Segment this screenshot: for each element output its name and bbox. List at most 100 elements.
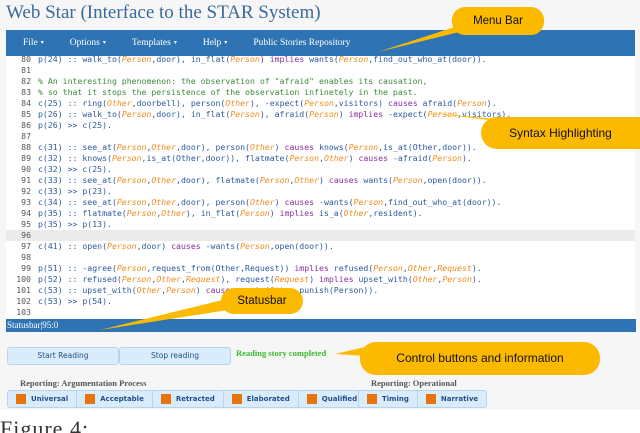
checkbox-swatch-icon[interactable] [85,394,96,404]
menu-options[interactable]: Options▾ [70,38,106,48]
code-token: Person [111,153,142,163]
menu-templates-label: Templates [131,38,171,48]
code-token: wants( [309,56,339,64]
code-token: % so that it stops the persistence of th… [38,87,418,97]
code-token: Person [392,175,423,185]
menu-templates[interactable]: Templates▾ [132,38,177,48]
caret-down-icon: ▾ [224,40,228,46]
code-token: ) [319,175,329,185]
code-token: ) implies [259,56,310,64]
checkbox-swatch-icon[interactable] [16,394,26,404]
code-line[interactable]: 83% so that it stops the persistence of … [6,87,635,98]
code-token: , [180,274,186,284]
code-token: causes [388,98,418,108]
code-token: Person [353,197,384,207]
code-token: Person [116,175,147,185]
menu-file[interactable]: File▾ [23,38,44,48]
toggle-universal[interactable]: Universal [8,391,78,407]
code-token: , [156,208,162,218]
code-token: Other [151,175,177,185]
code-token: ), request( [220,274,275,284]
code-line[interactable]: 81 [6,65,635,76]
code-token: Person [373,263,403,273]
line-number: 86 [21,120,31,130]
stop-reading-button[interactable]: Stop reading [119,347,231,365]
code-token: c(32) :: knows( [38,153,112,163]
code-token: Request [437,263,472,273]
code-token: c(33) >> p(23). [38,186,112,196]
code-token: p(35) >> p(13). [38,219,112,229]
code-token: Person [432,153,462,163]
code-token: , [161,285,167,295]
code-token: Person [116,142,147,152]
callout-syntax-highlighting: Syntax Highlighting [481,117,640,149]
checkbox-swatch-icon[interactable] [231,394,242,404]
code-token: causes [205,285,236,295]
checkbox-swatch-icon[interactable] [306,394,317,404]
code-token: Other [323,153,349,163]
code-token: Other [156,274,181,284]
statusbar: Statusbar|95:0 [6,319,636,332]
toggle-elaborated[interactable]: Elaborated [224,391,299,407]
figure-caption-fragment: Figure 4: ... [0,414,640,433]
toggle-retracted[interactable]: Retracted [153,391,224,407]
toggle-acceptable[interactable]: Acceptable [77,391,153,407]
code-line[interactable]: 103 [6,307,635,318]
code-token: ) [274,197,285,207]
code-token: ), in_flat( [185,208,241,218]
code-line[interactable]: 87 [6,131,635,142]
line-number: 104 [6,318,31,319]
code-line[interactable]: 82% An interesting phenomenon: the obser… [6,76,635,87]
code-token: causes [171,241,201,251]
code-token: Person [121,274,152,284]
code-token: Person [230,109,260,119]
code-token: ,request_from(Other,Request)) [146,263,295,273]
code-token: , [319,153,324,163]
toggle-timing[interactable]: Timing [359,391,418,407]
code-token: ). [471,263,482,273]
code-token: Person [230,56,260,64]
code-token: Other [250,142,275,152]
menu-public-stories-repository[interactable]: Public Stories Repository [253,38,350,48]
code-token: p(26) >> c(25). [38,120,112,130]
code-token: ,doorbell), person( [131,98,226,108]
line-number: 99 [21,263,31,273]
code-token: , [289,175,295,185]
code-token: ) [309,274,320,284]
code-token: , [432,263,438,273]
code-line[interactable]: 98 [6,252,635,263]
code-token: ,open(door)). [269,241,334,251]
code-token: ) [338,109,349,119]
code-line[interactable]: 96 [6,230,635,241]
code-token: Person [107,241,137,251]
checkbox-swatch-icon[interactable] [367,394,377,404]
checkbox-swatch-icon[interactable] [160,394,171,404]
code-token: c(34) :: see_at( [38,197,117,207]
toggle-qualified[interactable]: Qualified [299,391,365,407]
code-token: Other [161,208,186,218]
start-reading-button[interactable]: Start Reading [7,347,119,365]
toggle-narrative[interactable]: Narrative [418,391,486,407]
line-number: 100 [16,274,31,284]
code-line[interactable]: 86 p(26) >> c(25). [6,120,635,131]
menu-help[interactable]: Help▾ [203,38,227,48]
checkbox-swatch-icon[interactable] [425,394,436,404]
toggle-label: Qualified [321,395,358,403]
toggle-label: Universal [31,395,69,403]
